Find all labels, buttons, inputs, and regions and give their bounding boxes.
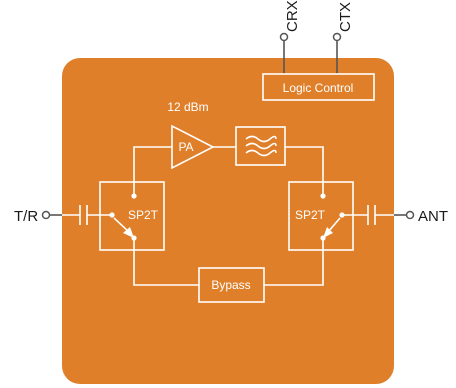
- control-pins: CRX CTX: [279, 0, 354, 74]
- tr-label: T/R: [14, 208, 38, 225]
- switch-left-arm: [113, 217, 130, 233]
- switch-right-contact-top: [320, 193, 326, 199]
- internal-wiring: [133, 146, 324, 286]
- switch-right-arrow-icon: [323, 227, 333, 238]
- crx-label: CRX: [284, 0, 301, 32]
- pa-block: 12 dBm PA: [167, 100, 215, 170]
- bypass-label: Bypass: [211, 278, 250, 292]
- ant-label: ANT: [418, 208, 448, 225]
- tr-port: T/R: [14, 205, 112, 225]
- switch-left-arrow-icon: [123, 227, 134, 238]
- pa-gain-label: 12 dBm: [167, 100, 208, 114]
- tr-pin-icon: [41, 210, 51, 220]
- switch-left-label: SP2T: [128, 208, 159, 222]
- pa-label: PA: [178, 140, 193, 154]
- logic-control-label: Logic Control: [283, 81, 354, 95]
- switch-left-block: SP2T: [99, 181, 165, 251]
- ant-port: ANT: [342, 205, 448, 225]
- ctx-pin-icon: [332, 32, 342, 42]
- crx-pin-icon: [279, 32, 289, 42]
- ant-pin-icon: [405, 210, 415, 220]
- chip-body: [62, 58, 394, 384]
- switch-right-arm: [327, 217, 341, 233]
- logic-control-block: Logic Control: [262, 73, 375, 101]
- lowpass-filter-icon: [245, 135, 277, 157]
- bypass-block: Bypass: [198, 267, 265, 303]
- filter-block: [235, 126, 286, 166]
- amplifier-icon: [171, 124, 215, 170]
- switch-left-contact-top: [131, 193, 137, 199]
- ctx-label: CTX: [337, 2, 354, 32]
- switch-right-label: SP2T: [295, 208, 326, 222]
